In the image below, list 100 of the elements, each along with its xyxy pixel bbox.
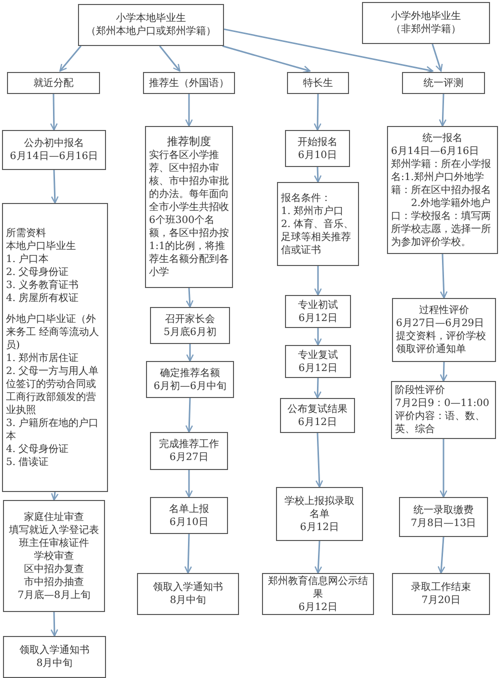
process-box	[277, 182, 359, 266]
arrow	[440, 439, 448, 498]
arrow	[314, 166, 322, 183]
arrow	[186, 288, 194, 308]
box-text: 1. 郑州市居住证	[6, 352, 80, 364]
process-box	[3, 500, 105, 612]
box-text: 3. 义务教育证书	[6, 278, 80, 292]
box-text: 1. 户口本	[6, 252, 50, 266]
box-text: 市中招办抽查	[23, 576, 85, 588]
box-text: 6月12日	[297, 600, 339, 614]
box-text: 公办初中报名	[23, 137, 85, 150]
arrow	[50, 612, 58, 637]
process-box	[392, 298, 496, 362]
process-box	[402, 72, 485, 94]
process-box	[145, 126, 233, 288]
box-text: 提交资料，评价学校领取评价通知单	[396, 330, 487, 356]
process-box	[391, 381, 496, 439]
box-text: 阶段性评价	[395, 384, 446, 397]
box-text: 3. 户籍所在地的户口本	[6, 416, 100, 442]
box-text: 区中招办复查	[23, 562, 85, 576]
arrow	[51, 492, 59, 501]
process-box	[387, 126, 498, 254]
box-text: 6月14日—6月16日	[391, 144, 480, 158]
box-text: 外地户口毕业证（外来务工 经商等流动人员)	[6, 312, 100, 352]
box-text: 就近分配	[32, 76, 74, 90]
arrow	[59, 46, 82, 72]
box-text: 公布复试结果	[286, 402, 348, 416]
box-text: 特长生	[302, 76, 334, 90]
box-text: 8月中旬	[35, 657, 74, 670]
box-text: 6月12日	[297, 362, 339, 374]
box-text: 5. 借读证	[6, 456, 50, 468]
arrow	[315, 432, 324, 488]
box-text: 小学本地毕业生	[115, 12, 187, 25]
box-text: 本地户口毕业生	[6, 240, 77, 252]
arrow	[185, 94, 193, 127]
box-text: 开始报名	[296, 136, 338, 148]
arrow	[440, 362, 448, 382]
box-text: 报名条件：	[281, 192, 332, 204]
arrow	[184, 534, 192, 574]
box-text: 6月27日—6月29日	[396, 317, 486, 330]
arrow	[51, 170, 59, 204]
arrow	[438, 536, 446, 574]
arrow	[432, 44, 443, 72]
arrow	[224, 28, 434, 74]
box-text: 确定推荐名额	[159, 366, 221, 380]
box-text: 召开家长会	[164, 312, 216, 326]
box-text: 学校审查	[33, 550, 75, 562]
box-text: （郑州本地户口或郑州学籍）	[85, 25, 217, 38]
box-text: 实行各区小学推荐、区中招办审核、市中招办审批的办法。每年面向全市小学生共招收6个班300个名额，各区中招办按1:1的比例，将推荐生名额分配到各小学	[149, 149, 229, 280]
box-text: 6月12日	[297, 312, 339, 324]
process-box	[78, 4, 224, 46]
box-text: 5月底6月初	[162, 326, 218, 338]
box-text: 6月12日	[298, 520, 340, 534]
box-text: 统一评测	[422, 76, 464, 90]
box-text: 评价内容：语、数、英、综合	[395, 410, 486, 436]
process-box	[3, 636, 106, 678]
arrow	[314, 94, 322, 131]
arrow	[186, 344, 194, 362]
process-box	[7, 72, 100, 94]
box-text: 2. 父母身份证	[6, 266, 70, 278]
box-text: 专业复试	[297, 348, 339, 362]
box-text: 8月中旬	[168, 594, 208, 607]
process-box	[285, 130, 350, 167]
box-text: 2. 父母一方与用人单位签订的劳动合同或工商行政部颁发的营业执照	[6, 364, 100, 416]
box-text: 领取入学通知书	[18, 644, 90, 657]
box-text: 4. 父母身份证	[6, 442, 70, 456]
box-text: 家庭住址审查	[23, 510, 85, 524]
box-text: 6月10日	[296, 148, 338, 162]
box-text: 名单上报	[168, 502, 210, 516]
box-text: 郑州学籍：所在小学报名:1.郑州户口外地学籍：所在区中招办报名	[391, 158, 492, 196]
process-box	[362, 2, 490, 44]
box-text: 过程性评价	[418, 304, 470, 317]
arrow	[159, 46, 180, 72]
box-text: 推荐生（外国语）	[148, 76, 230, 90]
box-text: 学校上报拟录取名单	[284, 494, 356, 520]
process-box	[143, 72, 235, 94]
box-text: 6月27日	[168, 451, 210, 464]
box-text: 郑州教育信息网公示结果	[267, 574, 369, 600]
box-text: 填写就近入学登记表	[8, 524, 100, 536]
process-box	[276, 487, 363, 541]
arrow	[314, 266, 322, 296]
arrow	[185, 398, 193, 433]
box-text: 6月12日	[296, 416, 338, 428]
box-text: 2.外地学籍外地户口：学校报名：填写两所学校志愿，选择一所为参加评价学校。	[391, 196, 492, 248]
box-text: 7月20日	[420, 594, 462, 607]
box-text: 7月8日—13日	[410, 517, 478, 530]
arrow	[440, 254, 448, 299]
arrow	[314, 378, 322, 399]
box-text: 统一录取缴费	[412, 504, 474, 517]
process-box	[392, 573, 490, 615]
process-box	[2, 203, 108, 492]
box-text: 2. 体育、音乐、足球等相关推荐信或证书	[281, 218, 355, 256]
box-text: 1. 郑州市户口	[281, 204, 345, 218]
box-text: 6月14日—6月16日	[8, 150, 100, 163]
box-text: 7月2日9：0—11:00	[395, 397, 490, 410]
box-text: 完成推荐工作	[158, 438, 220, 451]
arrow	[314, 540, 322, 574]
box-text: 统一报名	[422, 132, 464, 144]
process-box	[262, 573, 374, 615]
process-box	[280, 398, 355, 433]
